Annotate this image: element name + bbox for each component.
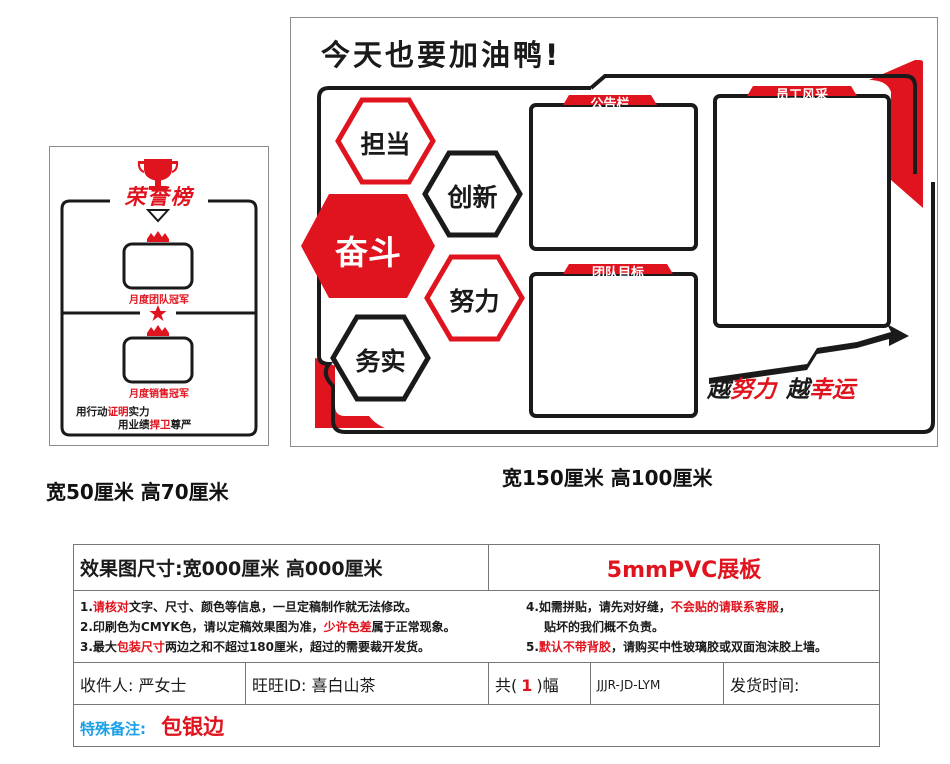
note-2: 2.印刷色为CMYK色，请以定稿效果图为准，少许色差属于正常现象。 (80, 617, 456, 637)
remark-label: 特殊备注: (80, 719, 146, 738)
spec-table: 效果图尺寸:宽000厘米 高000厘米 5mmPVC展板 1.请核对文字、尺寸、… (72, 544, 881, 747)
hex-label-wushi: 务实 (355, 347, 406, 376)
note-text: 5. (526, 640, 539, 654)
note-highlight: 不会贴的请联系客服 (670, 600, 779, 614)
code-cell: JJJR-JD-LYM (590, 662, 725, 705)
small-board-caption: 宽50厘米 高70厘米 (46, 480, 229, 504)
note-text: 1. (80, 600, 93, 614)
material-text: 5mmPVC展板 (606, 557, 762, 583)
note-text: 两边之和不超过180厘米，超过的需要裁开发货。 (164, 640, 430, 654)
slogan-highlight: 努力 (730, 377, 776, 403)
board-headline: 今天也要加油鸭! (321, 38, 562, 72)
remark-value: 包银边 (161, 714, 225, 739)
note-5: 5.默认不带背胶，请购买中性玻璃胶或双面泡沫胶上墙。 (526, 637, 827, 657)
hexagon-shapes (301, 97, 525, 402)
note-text: 文字、尺寸、颜色等信息，一旦定稿制作就无法修改。 (128, 600, 417, 614)
slogan-highlight: 捍卫 (149, 419, 171, 431)
panel-label-notice: 公告栏 (590, 97, 630, 112)
panel-label-staff: 员工风采 (775, 88, 828, 103)
board-slogan: 越努力越幸运 (707, 370, 855, 404)
large-board-caption: 宽150厘米 高100厘米 (502, 466, 713, 490)
culture-board-large: 今天也要加油鸭! 担当 创新 奋斗 努力 务实 公告栏 员工风采 团队目标 越努… (290, 17, 938, 447)
honor-board-small: 荣誉榜 月度团队冠军 月度销售冠军 用行动证明实力 用业绩捍卫尊严 (49, 146, 269, 446)
note-text: 属于正常现象。 (371, 620, 456, 634)
count-text: )幅 (536, 675, 559, 695)
note-1: 1.请核对文字、尺寸、颜色等信息，一旦定稿制作就无法修改。 (80, 597, 417, 617)
recipient-cell: 收件人: 严女士 (73, 662, 246, 705)
hex-label-danda: 担当 (360, 130, 411, 159)
size-text: 效果图尺寸:宽000厘米 高000厘米 (80, 558, 383, 580)
culture-board-artwork (301, 60, 935, 434)
slogan-line-2: 用业绩捍卫尊严 (118, 417, 192, 432)
slogan-text: 实力 (128, 406, 150, 418)
note-highlight: 默认不带背胶 (538, 640, 611, 654)
wangwang-text: 旺旺ID: 喜白山茶 (252, 675, 376, 695)
slogan-highlight: 幸运 (809, 377, 855, 403)
note-highlight: 请核对 (92, 600, 129, 614)
note-text: ，请购买中性玻璃胶或双面泡沫胶上墙。 (610, 640, 827, 654)
crown-icon (147, 325, 169, 336)
honor-board-artwork (60, 159, 258, 437)
note-4-line-2: 贴坏的我们概不负责。 (544, 620, 665, 634)
note-text: ， (778, 600, 791, 614)
slogan-text: 尊严 (170, 419, 192, 431)
slogan-text: 越 (707, 377, 730, 403)
crown-icon (147, 231, 169, 242)
recipient-text: 收件人: 严女士 (80, 675, 187, 695)
honor-title: 荣誉榜 (124, 185, 194, 209)
rising-arrow-icon (709, 324, 909, 384)
slogan-text: 越 (786, 377, 809, 403)
hex-label-nuli: 努力 (449, 287, 500, 316)
notes-cell: 1.请核对文字、尺寸、颜色等信息，一旦定稿制作就无法修改。 2.印刷色为CMYK… (72, 590, 881, 663)
count-text: 共( (495, 675, 518, 695)
slogan-line-1: 用行动证明实力 (76, 404, 150, 419)
order-code: JJJR-JD-LYM (597, 678, 661, 692)
hex-label-chuangxin: 创新 (447, 183, 498, 212)
label-team-champion: 月度团队冠军 (129, 295, 189, 306)
note-text: 2.印刷色为CMYK色，请以定稿效果图为准， (80, 620, 324, 634)
count-cell: 共(1)幅 (488, 662, 592, 705)
note-highlight: 少许色差 (323, 620, 372, 634)
count-number: 1 (521, 675, 533, 695)
star-icon (149, 305, 167, 321)
slogan-text: 用业绩 (118, 419, 150, 431)
wangwang-cell: 旺旺ID: 喜白山茶 (244, 662, 490, 705)
trophy-icon (137, 159, 179, 190)
note-text: 3.最大 (80, 640, 117, 654)
note-text: 4.如需拼贴，请先对好缝， (526, 600, 671, 614)
note-3: 3.最大包装尺寸两边之和不超过180厘米，超过的需要裁开发货。 (80, 637, 430, 657)
hex-label-fendou: 奋斗 (335, 233, 401, 272)
ship-time-label: 发货时间: (730, 675, 800, 695)
slogan-highlight: 证明 (107, 406, 129, 418)
ship-time-cell: 发货时间: (723, 662, 881, 705)
note-4: 4.如需拼贴，请先对好缝，不会贴的请联系客服， (526, 597, 791, 617)
size-cell: 效果图尺寸:宽000厘米 高000厘米 (72, 544, 490, 591)
slogan-text: 用行动 (76, 406, 108, 418)
panel-label-goals: 团队目标 (591, 266, 644, 281)
label-sales-champion: 月度销售冠军 (129, 389, 189, 400)
remark-cell: 特殊备注: 包银边 (72, 704, 881, 747)
note-highlight: 包装尺寸 (116, 640, 165, 654)
material-cell: 5mmPVC展板 (488, 544, 881, 591)
